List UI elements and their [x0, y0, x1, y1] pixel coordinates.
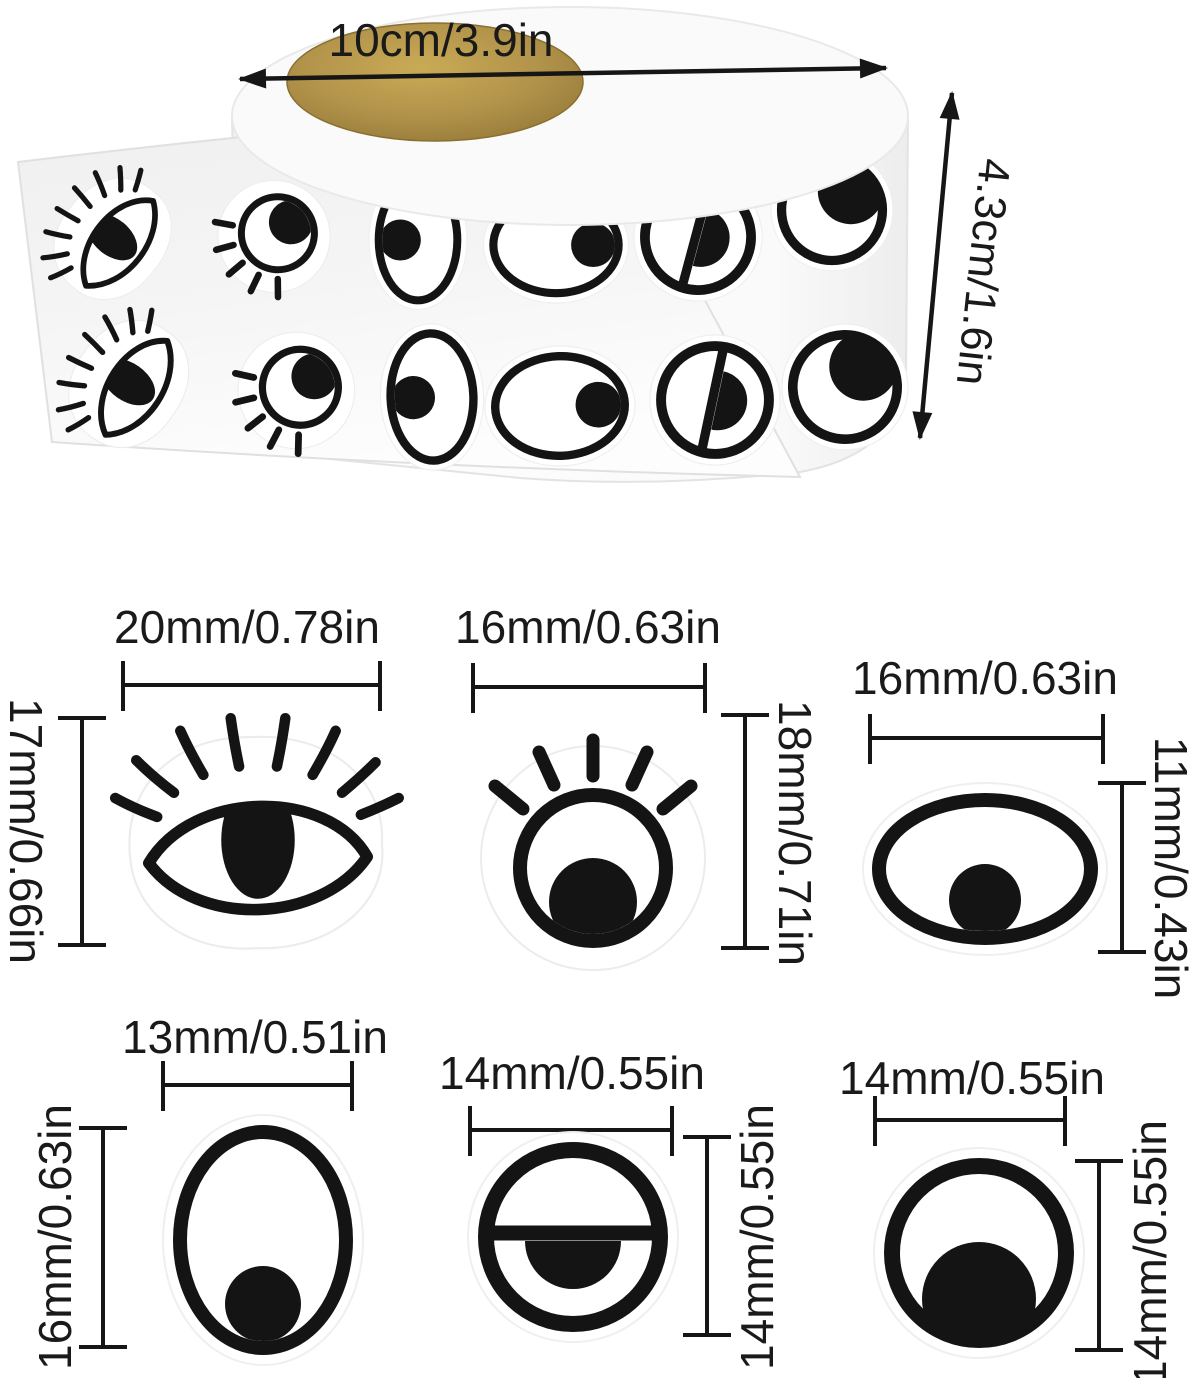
roll-width-label: 4.3cm/1.6in	[947, 156, 1020, 387]
roll-diameter-dimension: 10cm/3.9in	[238, 14, 888, 89]
wide-oval-eye-icon	[863, 783, 1107, 955]
height-label: 16mm/0.63in	[29, 1104, 81, 1370]
height-label: 14mm/0.55in	[1124, 1120, 1176, 1378]
half-lid-eye-icon	[468, 1132, 678, 1342]
horizontal-dimension-line	[873, 1096, 1067, 1146]
width-label: 16mm/0.63in	[852, 652, 1118, 704]
height-label: 18mm/0.71in	[769, 700, 821, 966]
horizontal-dimension-line	[161, 1061, 354, 1111]
sticker-roll-photo: 10cm/3.9in 4.3cm/1.6in	[16, 6, 1020, 483]
horizontal-dimension-line	[468, 1106, 674, 1156]
lash-round-eye-icon	[481, 740, 705, 970]
lash-almond-eye-icon	[115, 718, 398, 948]
size-diagram-crescent-pupil-eye: 14mm/0.55in 14mm/0.55in	[839, 1052, 1176, 1378]
vertical-dimension-line	[1098, 781, 1146, 954]
width-label: 13mm/0.51in	[122, 1011, 388, 1063]
horizontal-dimension-line	[471, 663, 707, 713]
size-diagram-lash-round-eye: 16mm/0.63in 18mm/0.71in	[455, 601, 821, 970]
size-diagram-half-lid-eye: 14mm/0.55in 14mm/0.55in	[439, 1047, 783, 1370]
height-label: 14mm/0.55in	[731, 1104, 783, 1370]
roll-diameter-label: 10cm/3.9in	[328, 14, 553, 66]
vertical-dimension-line	[1075, 1159, 1123, 1352]
width-label: 16mm/0.63in	[455, 601, 721, 653]
width-label: 20mm/0.78in	[114, 601, 380, 653]
height-label: 17mm/0.66in	[0, 698, 52, 964]
horizontal-dimension-line	[868, 714, 1105, 764]
width-label: 14mm/0.55in	[439, 1047, 705, 1099]
crescent-pupil-eye-icon	[874, 1148, 1084, 1358]
size-diagram-tall-oval-eye: 13mm/0.51in 16mm/0.63in	[29, 1011, 388, 1370]
vertical-dimension-line	[683, 1135, 731, 1337]
size-diagram-wide-oval-eye: 16mm/0.63in 11mm/0.43in	[852, 652, 1196, 999]
size-diagram-lash-almond-eye: 20mm/0.78in 17mm/0.66in	[0, 601, 399, 964]
vertical-dimension-line	[58, 716, 106, 947]
roll-width-dimension: 4.3cm/1.6in	[912, 91, 1020, 440]
vertical-dimension-line	[721, 713, 769, 950]
vertical-dimension-line	[79, 1126, 127, 1349]
tall-oval-eye-icon	[163, 1115, 363, 1365]
horizontal-dimension-line	[121, 661, 382, 711]
width-label: 14mm/0.55in	[839, 1052, 1105, 1104]
height-label: 11mm/0.43in	[1145, 737, 1196, 1000]
